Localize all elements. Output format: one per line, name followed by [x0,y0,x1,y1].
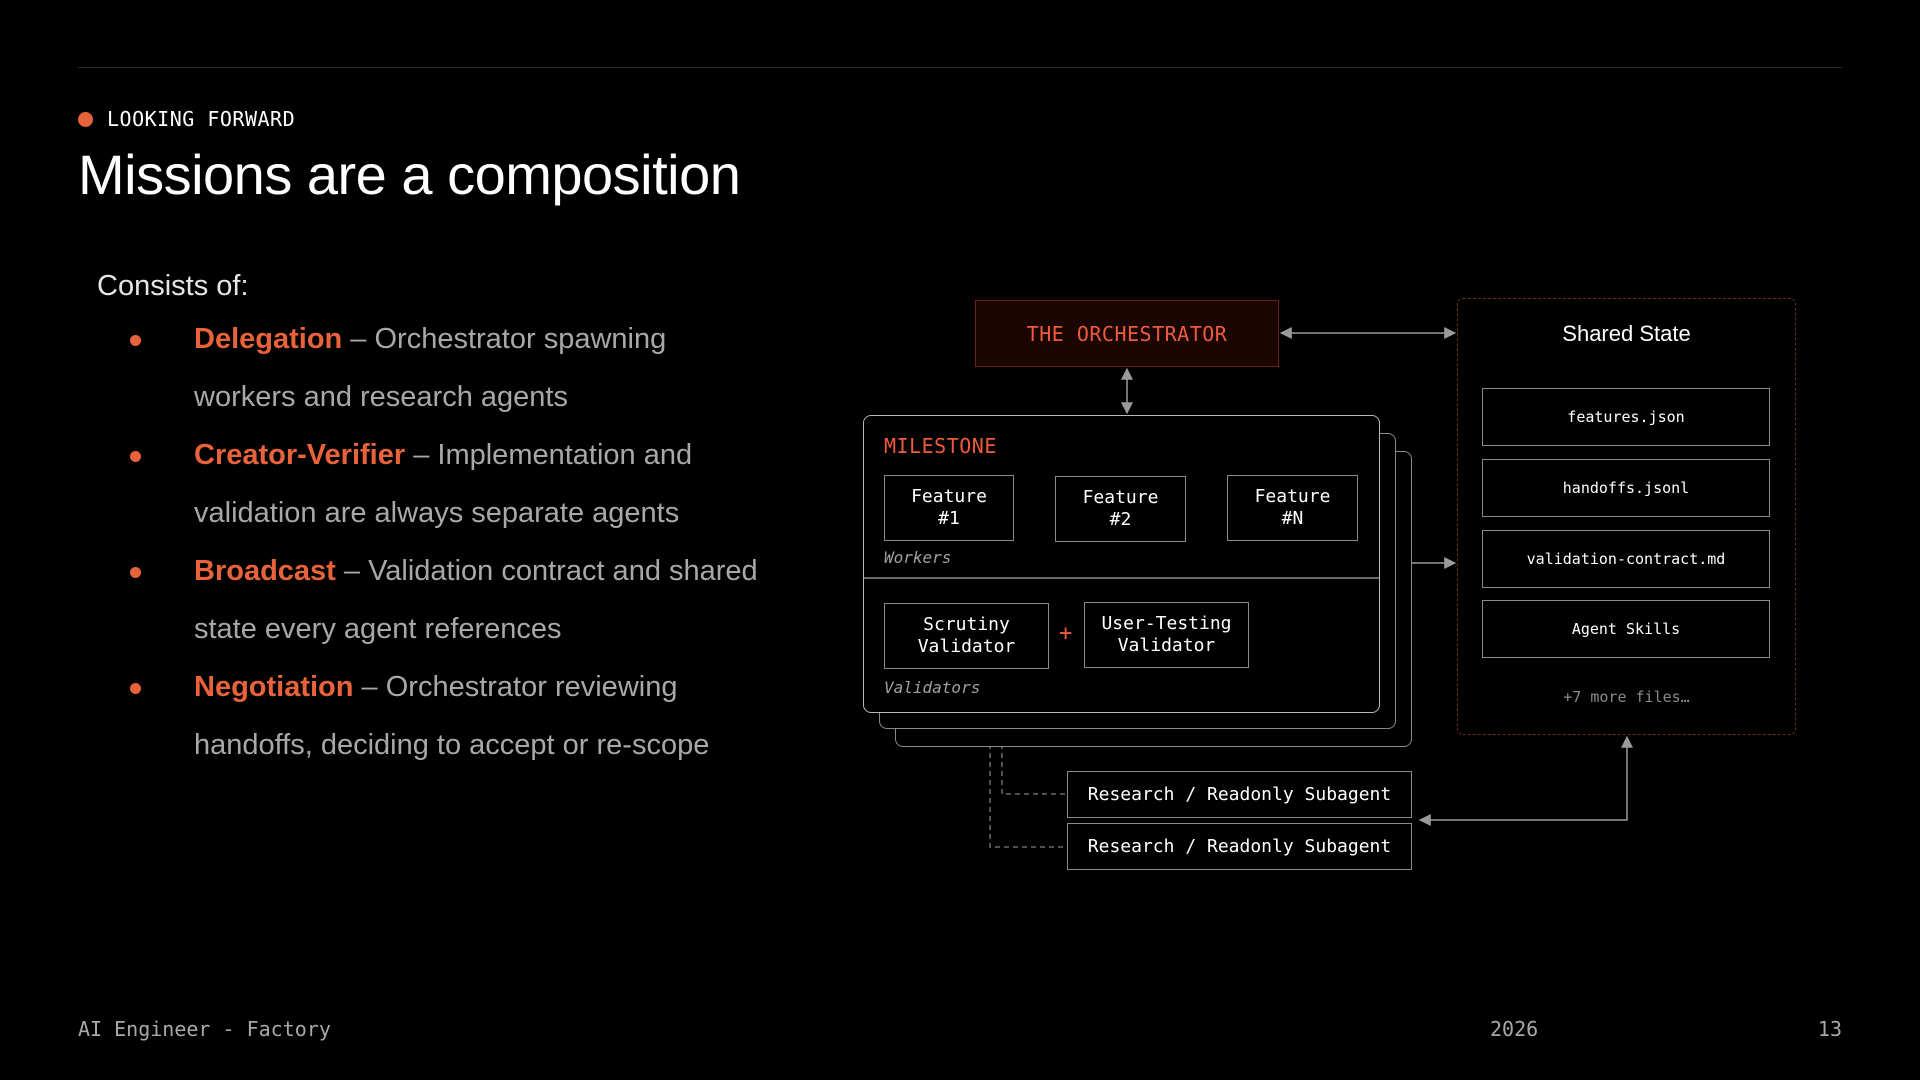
research-subagent-box-1: Research / Readonly Subagent [1067,771,1412,818]
feature-2-box: Feature #2 [1055,476,1186,542]
top-divider [78,67,1842,68]
intro-text: Consists of: [97,270,249,302]
file-features-json: features.json [1482,388,1770,446]
shared-state-title: Shared State [1562,321,1691,346]
scrutiny-validator-box: Scrutiny Validator [884,603,1049,669]
list-item: Negotiation – Orchestrator reviewing han… [120,658,760,774]
file-validation-contract: validation-contract.md [1482,530,1770,588]
list-item: Delegation – Orchestrator spawning worke… [120,310,760,426]
bullet-text: – Orchestrator spawning workers and rese… [194,323,667,413]
validators-caption: Validators [884,678,981,697]
research-subagent-box-2: Research / Readonly Subagent [1067,823,1412,870]
bullet-list: Delegation – Orchestrator spawning worke… [120,310,760,774]
more-files-label: +7 more files… [1563,688,1690,706]
footer-event: AI Engineer - Factory [78,1017,331,1041]
slide-title: Missions are a composition [78,143,741,206]
milestone-divider [864,577,1379,579]
feature-1-box: Feature #1 [884,475,1014,541]
list-item: Broadcast – Validation contract and shar… [120,542,760,658]
eyebrow-dot-icon [78,111,93,127]
section-eyebrow: LOOKING FORWARD [78,107,295,131]
page-number: 13 [1817,1017,1842,1041]
user-testing-validator-box: User-Testing Validator [1084,602,1249,668]
feature-n-box: Feature #N [1227,475,1358,541]
shared-state-panel: Shared State features.json handoffs.json… [1457,298,1796,735]
milestone-label: MILESTONE [884,434,997,458]
orchestrator-box: THE ORCHESTRATOR [975,300,1279,367]
bullet-term: Creator-Verifier [194,439,406,471]
bullet-text: – Validation contract and shared state e… [194,555,758,645]
bullet-term: Broadcast [194,555,336,587]
bullet-dot-icon [130,451,141,462]
plus-icon: + [1059,621,1073,646]
bullet-dot-icon [130,335,141,346]
file-handoffs-jsonl: handoffs.jsonl [1482,459,1770,517]
bullet-term: Delegation [194,323,343,355]
bullet-text: – Orchestrator reviewing handoffs, decid… [194,671,710,761]
orchestrator-label: THE ORCHESTRATOR [1026,321,1228,346]
bullet-dot-icon [130,567,141,578]
workers-caption: Workers [884,548,952,567]
subagents-shared-arrow [1418,735,1633,826]
eyebrow-label: LOOKING FORWARD [107,107,296,131]
milestone-card: MILESTONE Feature #1 Feature #2 Feature … [863,415,1380,713]
bullet-text: – Implementation and validation are alwa… [194,439,693,529]
file-agent-skills: Agent Skills [1482,600,1770,658]
bullet-dot-icon [130,683,141,694]
bullet-term: Negotiation [194,671,354,703]
footer-year: 2026 [1490,1017,1539,1041]
list-item: Creator-Verifier – Implementation and va… [120,426,760,542]
